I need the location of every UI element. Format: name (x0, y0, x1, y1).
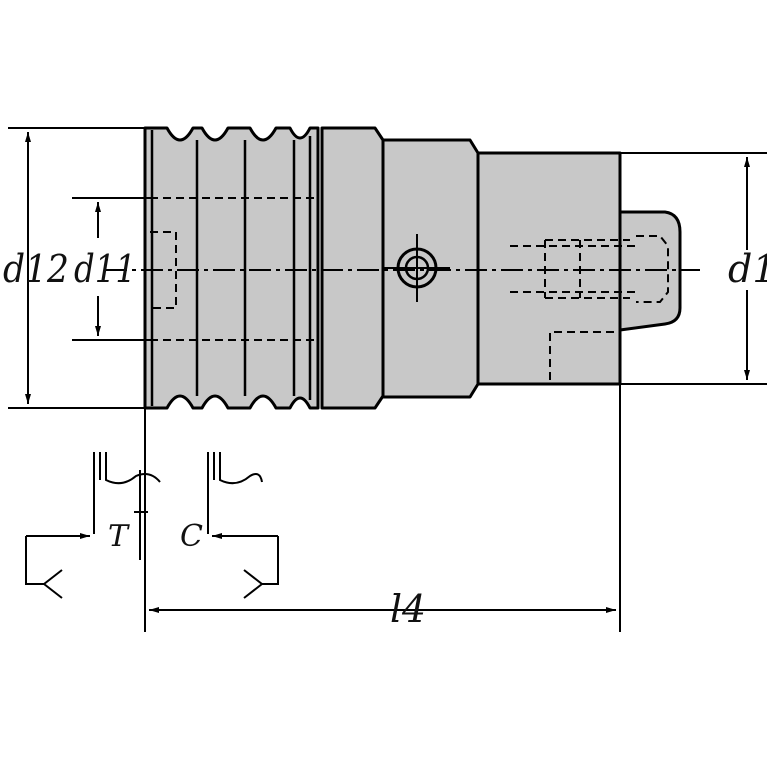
cross-hole-icon (384, 234, 450, 302)
label-T: T (108, 519, 130, 554)
front-body (476, 151, 622, 386)
label-d12: d12 (3, 247, 69, 291)
label-d1: d1 (728, 247, 767, 291)
contact-symbols (25, 452, 279, 599)
label-l4: l4 (390, 587, 426, 631)
label-d11: d11 (74, 247, 136, 291)
shank-lines (150, 130, 312, 406)
dimension-lines (8, 127, 767, 632)
grooved-shank (143, 126, 320, 410)
collar (320, 126, 385, 410)
label-C: C (180, 519, 203, 554)
